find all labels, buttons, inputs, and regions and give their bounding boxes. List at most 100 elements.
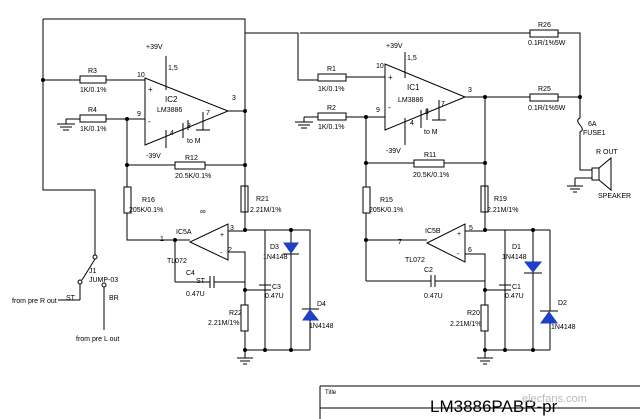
svg-text:R20: R20 (467, 310, 480, 317)
svg-text:5: 5 (469, 225, 473, 232)
svg-text:1N4148: 1N4148 (551, 324, 576, 331)
svg-text:JUMP-03: JUMP-03 (89, 277, 118, 284)
capacitor-c2: C2 0.47U (366, 267, 485, 300)
svg-text:R21: R21 (256, 196, 269, 203)
ic2-to-m: to M (187, 138, 201, 145)
svg-text:4: 4 (170, 130, 174, 137)
svg-text:R11: R11 (424, 152, 436, 159)
svg-text:6A: 6A (588, 121, 597, 128)
resistor-r21: R21 2.21M/1% (240, 185, 282, 214)
title-text: LM3886PABR-pr (430, 397, 558, 416)
svg-text:TL072: TL072 (167, 258, 187, 265)
svg-text:9: 9 (137, 111, 141, 118)
svg-text:1N4148: 1N4148 (263, 254, 288, 261)
ic2-vplus: +39V (146, 44, 163, 51)
diode-d2: D2 1N4148 (540, 300, 576, 331)
ic2-label: IC2 (165, 95, 178, 104)
svg-text:-: - (220, 250, 223, 257)
diode-d3: D3 1N4148 (263, 242, 299, 261)
svg-text:+: + (148, 85, 153, 94)
svg-text:C2: C2 (424, 267, 433, 274)
svg-text:1N4148: 1N4148 (502, 254, 527, 261)
title-block: Title LM3886PABR-pr elecfans.com (319, 385, 640, 419)
svg-text:205K/0.1%: 205K/0.1% (369, 207, 403, 214)
svg-text:D1: D1 (512, 244, 521, 251)
svg-text:8: 8 (187, 123, 191, 130)
svg-text:C3: C3 (272, 284, 281, 291)
ic5b-opamp: IC5B TL072 7 6 5 + - (398, 223, 473, 264)
svg-text:-: - (148, 117, 151, 126)
resistor-r25: R25 0.1R/1%5W (528, 86, 566, 112)
ic2-amplifier: IC2 LM3886 + - +39V -39V 1,5 10 9 3 4 8 … (137, 44, 236, 160)
diode-d1: D1 1N4148 (502, 244, 543, 274)
svg-text:0.47U: 0.47U (505, 293, 524, 300)
svg-text:10: 10 (376, 63, 384, 70)
title-label: Title (325, 390, 337, 396)
svg-text:J1: J1 (89, 268, 97, 275)
svg-text:IC1: IC1 (407, 83, 420, 92)
svg-text:D4: D4 (317, 301, 326, 308)
ic5a-opamp: IC5A TL072 1 2 3 + - (160, 223, 234, 265)
resistor-r15: R15 205K/0.1% (362, 186, 403, 214)
diode-d4: D4 1N4148 (302, 301, 334, 330)
resistor-r11: R11 20.5K/0.1% (413, 152, 449, 179)
svg-text:1N4148: 1N4148 (309, 323, 334, 330)
svg-text:3: 3 (230, 225, 234, 232)
svg-text:1,5: 1,5 (407, 55, 417, 62)
svg-text:R12: R12 (185, 155, 198, 162)
resistor-r3: R3 1K/0.1% (79, 68, 107, 94)
svg-text:R2: R2 (327, 105, 336, 112)
svg-text:6: 6 (468, 247, 472, 254)
svg-text:0.1R/1%5W: 0.1R/1%5W (528, 105, 566, 112)
resistor-r2: R2 1K/0.1% (317, 105, 347, 131)
svg-text:R25: R25 (538, 86, 551, 93)
svg-text:R3: R3 (88, 68, 97, 75)
svg-text:10: 10 (137, 72, 145, 79)
svg-text:R26: R26 (538, 22, 551, 29)
ic1-amplifier: IC1 LM3886 + - +39V -39V 1,5 10 9 3 4 8 … (376, 43, 472, 155)
jumper-j1: J1 JUMP-03 ST BR (66, 254, 119, 302)
svg-text:0.47U: 0.47U (265, 293, 284, 300)
svg-text:R16: R16 (142, 197, 155, 204)
resistor-r1: R1 1K/0.1% (317, 66, 347, 93)
svg-text:0.1R/1%5W: 0.1R/1%5W (528, 40, 566, 47)
svg-text:1K/0.1%: 1K/0.1% (80, 87, 106, 94)
svg-text:R OUT: R OUT (596, 149, 619, 156)
svg-text:FUSE1: FUSE1 (583, 130, 606, 137)
capacitor-c1: C1 0.47U (499, 284, 524, 300)
svg-text:7: 7 (441, 101, 445, 108)
svg-text:R19: R19 (494, 196, 507, 203)
resistor-r19: R19 2.21M/1% (480, 185, 519, 214)
svg-text:to M: to M (424, 129, 438, 136)
svg-text:2.21M/1%: 2.21M/1% (208, 320, 240, 327)
ic2-vminus: -39V (146, 153, 161, 160)
resistor-r4: R4 1K/0.1% (79, 107, 107, 133)
svg-text:TL072: TL072 (405, 257, 425, 264)
svg-text:IC5B: IC5B (425, 228, 441, 235)
svg-text:C1: C1 (512, 284, 521, 291)
resistor-r26: R26 0.1R/1%5W (528, 22, 566, 47)
svg-text:9: 9 (376, 107, 380, 114)
capacitor-c3: C3 0.47U (259, 284, 284, 300)
svg-text:R22: R22 (229, 310, 242, 317)
svg-text:1K/0.1%: 1K/0.1% (318, 124, 344, 131)
svg-text:7: 7 (206, 110, 210, 117)
svg-text:R4: R4 (88, 107, 97, 114)
svg-text:D2: D2 (558, 300, 567, 307)
resistor-r12: R12 20.5K/0.1% (174, 155, 211, 180)
svg-text:+: + (220, 232, 224, 239)
svg-text:+39V: +39V (386, 43, 403, 50)
svg-text:-39V: -39V (386, 148, 401, 155)
ic2-part: LM3886 (157, 107, 182, 114)
svg-text:ST: ST (196, 278, 206, 285)
svg-text:-: - (457, 251, 460, 258)
svg-text:R15: R15 (380, 197, 393, 204)
junction-dots (41, 78, 582, 352)
resistor-r20: R20 2.21M/1% (450, 304, 489, 332)
svg-text:3: 3 (468, 87, 472, 94)
svg-text:SPEAKER: SPEAKER (598, 193, 631, 200)
svg-text:0.47U: 0.47U (186, 291, 205, 298)
resistor-r22: R22 2.21M/1% (208, 304, 249, 332)
svg-text:1,5: 1,5 (168, 65, 178, 72)
